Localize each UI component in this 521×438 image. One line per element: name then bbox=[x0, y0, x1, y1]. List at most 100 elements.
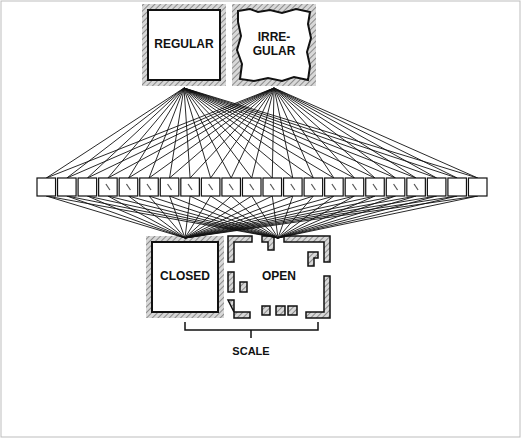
fan-line bbox=[46, 196, 278, 238]
fan-line bbox=[278, 196, 293, 238]
fan-line bbox=[190, 88, 274, 178]
scale-cell-box bbox=[37, 178, 56, 196]
fan-line bbox=[274, 88, 313, 178]
hatched-frame bbox=[142, 4, 226, 86]
scale-cell-mark bbox=[352, 184, 356, 190]
scale-cell-box bbox=[284, 178, 303, 196]
scale-cell-box bbox=[386, 178, 405, 196]
box-label: OPEN bbox=[262, 270, 296, 284]
scale-cell-box bbox=[160, 178, 179, 196]
scale-cell bbox=[263, 178, 282, 196]
regular-box-outline bbox=[148, 10, 220, 80]
scale-cell-mark bbox=[373, 184, 377, 190]
fan-line bbox=[170, 88, 274, 178]
fan-line bbox=[231, 88, 274, 178]
fan-line bbox=[190, 196, 278, 238]
fan-line bbox=[278, 196, 437, 238]
fan-line bbox=[184, 88, 396, 178]
fan-line bbox=[128, 88, 184, 178]
fan-line bbox=[128, 196, 278, 238]
labelled-box: REGULAR bbox=[148, 10, 220, 80]
fan-line bbox=[185, 196, 396, 238]
hatched-frame bbox=[146, 236, 224, 318]
scale-cell-mark bbox=[394, 184, 398, 190]
fan-line bbox=[274, 88, 457, 178]
box-label: REGULAR bbox=[154, 38, 213, 52]
fan-line bbox=[67, 88, 274, 178]
scale-cell bbox=[427, 178, 446, 196]
fan-line bbox=[278, 196, 375, 238]
scale-cell-box bbox=[140, 178, 159, 196]
scale-cell-box bbox=[78, 178, 97, 196]
scale-cell-mark bbox=[250, 184, 254, 190]
scale-cell bbox=[366, 178, 385, 196]
fan-line bbox=[128, 88, 274, 178]
scale-cell-box bbox=[468, 178, 487, 196]
fan-line bbox=[211, 88, 274, 178]
fan-line bbox=[274, 88, 478, 178]
scale-cell-box bbox=[325, 178, 344, 196]
scale-cell-box bbox=[304, 178, 323, 196]
fan-line bbox=[184, 88, 457, 178]
scale-cell-mark bbox=[270, 184, 274, 190]
fan-line bbox=[185, 196, 293, 238]
scale-cell bbox=[304, 178, 323, 196]
scale-cell bbox=[386, 178, 405, 196]
hatched-frame bbox=[232, 4, 316, 86]
fan-line bbox=[278, 196, 457, 238]
scale-cell-box bbox=[119, 178, 138, 196]
fan-line bbox=[108, 88, 184, 178]
fan-line bbox=[274, 88, 416, 178]
fan-line bbox=[274, 88, 437, 178]
scale-cell-mark bbox=[147, 184, 151, 190]
scale-cell-mark bbox=[168, 184, 172, 190]
box-label: CLOSED bbox=[160, 270, 210, 284]
scale-cell-box bbox=[448, 178, 467, 196]
fan-line bbox=[278, 196, 416, 238]
scale-cell bbox=[448, 178, 467, 196]
scale-cell-mark bbox=[229, 184, 233, 190]
scale-cell-box bbox=[181, 178, 200, 196]
scale-cell-mark bbox=[291, 184, 295, 190]
fan-line bbox=[184, 88, 375, 178]
scale-cell-box bbox=[58, 178, 77, 196]
scale-cell-box bbox=[407, 178, 426, 196]
scale-row bbox=[37, 178, 487, 196]
scale-cell bbox=[222, 178, 241, 196]
fan-line bbox=[87, 88, 274, 178]
scale-cell bbox=[99, 178, 118, 196]
scale-cell bbox=[468, 178, 487, 196]
scale-cell bbox=[345, 178, 364, 196]
fan-line bbox=[87, 196, 278, 238]
scale-cell bbox=[119, 178, 138, 196]
scale-cell-box bbox=[242, 178, 261, 196]
fan-line bbox=[108, 88, 274, 178]
fan-line bbox=[278, 196, 354, 238]
labelled-box: CLOSED bbox=[152, 242, 218, 312]
fan-line bbox=[185, 196, 478, 238]
fan-line bbox=[149, 88, 274, 178]
scale-cell-mark bbox=[332, 184, 336, 190]
scale-cell-box bbox=[427, 178, 446, 196]
fan-line bbox=[274, 88, 354, 178]
scale-cell-mark bbox=[106, 184, 110, 190]
scale-cell-box bbox=[345, 178, 364, 196]
fan-line bbox=[272, 88, 274, 178]
scale-cell bbox=[160, 178, 179, 196]
fan-line bbox=[46, 88, 274, 178]
scale-cell bbox=[284, 178, 303, 196]
scale-cell bbox=[78, 178, 97, 196]
scale-cell bbox=[140, 178, 159, 196]
fan-line bbox=[149, 196, 278, 238]
scale-cell-mark bbox=[188, 184, 192, 190]
box-label: IRRE- GULAR bbox=[248, 31, 300, 59]
fan-line bbox=[272, 196, 278, 238]
scale-cell-box bbox=[366, 178, 385, 196]
closed-box-outline bbox=[152, 242, 218, 312]
fan-line bbox=[252, 88, 274, 178]
fan-line bbox=[128, 196, 185, 238]
fan-line bbox=[231, 196, 278, 238]
